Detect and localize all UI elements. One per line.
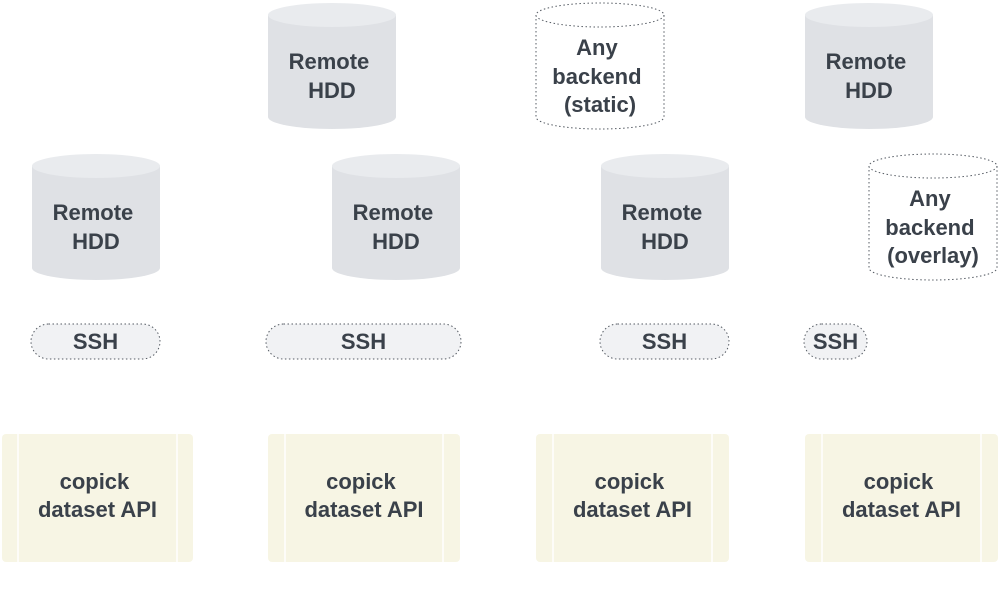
api-label-line: copick	[326, 469, 396, 494]
api-label-line: copick	[595, 469, 665, 494]
cylinder-label-line: backend	[552, 64, 641, 89]
api-label-line: dataset API	[842, 497, 961, 522]
ssh-connector: SSH	[265, 323, 462, 360]
remote-hdd-cylinder-top: Remote HDD	[268, 3, 396, 129]
cylinder-label-line: Remote	[826, 49, 907, 74]
ssh-pill	[803, 323, 868, 360]
cylinder-label-line: Remote	[289, 49, 370, 74]
api-label-line: dataset API	[38, 497, 157, 522]
svg-text:copick dataset API: copick dataset API	[38, 469, 157, 522]
any-backend-overlay-cylinder: Any backend (overlay)	[868, 153, 998, 281]
svg-text:copick dataset API: copick dataset API	[304, 469, 423, 522]
ssh-pill	[265, 323, 462, 360]
copick-api-block: copick dataset API	[536, 434, 729, 562]
api-box	[805, 434, 998, 562]
cylinder-body	[868, 166, 998, 281]
cylinder-top	[805, 3, 933, 27]
cylinder-top	[601, 154, 729, 178]
ssh-label: SSH	[341, 329, 386, 354]
ssh-pill	[30, 323, 161, 360]
copick-api-block: copick dataset API	[268, 434, 460, 562]
copick-api-block: copick dataset API	[805, 434, 998, 562]
svg-text:copick dataset API: copick dataset API	[573, 469, 692, 522]
cylinder-label-line: HDD	[308, 78, 356, 103]
cylinder-label-line: HDD	[641, 229, 689, 254]
api-box	[2, 434, 193, 562]
cylinder-label-line: (overlay)	[887, 243, 979, 268]
api-label-line: dataset API	[573, 497, 692, 522]
cylinder-top	[32, 154, 160, 178]
api-label-line: copick	[864, 469, 934, 494]
cylinder-label-line: HDD	[72, 229, 120, 254]
cylinder-label-line: Remote	[53, 200, 134, 225]
cylinder-body	[535, 15, 665, 130]
svg-text:Any backend (s: Any backend (static)	[552, 35, 647, 117]
svg-text:Remote HDD: Remote HDD	[353, 200, 440, 254]
any-backend-static-cylinder: Any backend (static)	[535, 2, 665, 130]
column-2: Remote HDD Remote HDD SSH copick dataset…	[265, 3, 462, 562]
column-1: Remote HDD SSH copick dataset API	[2, 154, 193, 562]
ssh-label: SSH	[813, 329, 858, 354]
cylinder-top	[268, 3, 396, 27]
api-box	[536, 434, 729, 562]
cylinder-label-line: backend	[885, 215, 974, 240]
cylinder-top	[535, 2, 665, 28]
remote-hdd-cylinder: Remote HDD	[601, 154, 729, 280]
column-3: Any backend (static) Remote HDD SSH copi…	[535, 2, 730, 562]
column-4: Remote HDD Any backend (overlay) SSH cop…	[803, 3, 998, 562]
cylinder-body	[32, 166, 160, 280]
svg-text:Remote HDD: Remote HDD	[289, 49, 376, 103]
cylinder-label-line: Remote	[622, 200, 703, 225]
ssh-label: SSH	[642, 329, 687, 354]
copick-api-block: copick dataset API	[2, 434, 193, 562]
cylinder-top	[868, 153, 998, 179]
svg-text:Remote HDD: Remote HDD	[622, 200, 709, 254]
api-box	[268, 434, 460, 562]
cylinder-label-line: Any	[909, 186, 951, 211]
cylinder-label-line: HDD	[845, 78, 893, 103]
cylinder-label-line: (static)	[564, 92, 636, 117]
svg-text:Any backend (o: Any backend (overlay)	[885, 186, 980, 268]
svg-text:Remote HDD: Remote HDD	[53, 200, 140, 254]
ssh-connector: SSH	[599, 323, 730, 360]
remote-hdd-cylinder: Remote HDD	[332, 154, 460, 280]
cylinder-label-line: HDD	[372, 229, 420, 254]
remote-hdd-cylinder: Remote HDD	[32, 154, 160, 280]
ssh-connector: SSH	[803, 323, 868, 360]
cylinder-label-line: Remote	[353, 200, 434, 225]
cylinder-label-line: Any	[576, 35, 618, 60]
api-label-line: copick	[60, 469, 130, 494]
svg-text:copick dataset API: copick dataset API	[842, 469, 961, 522]
cylinder-body	[805, 15, 933, 129]
cylinder-top	[332, 154, 460, 178]
ssh-pill	[599, 323, 730, 360]
svg-text:Remote HDD: Remote HDD	[826, 49, 913, 103]
api-label-line: dataset API	[304, 497, 423, 522]
ssh-label: SSH	[73, 329, 118, 354]
remote-hdd-cylinder-top: Remote HDD	[805, 3, 933, 129]
ssh-connector: SSH	[30, 323, 161, 360]
cylinder-body	[601, 166, 729, 280]
cylinder-body	[268, 15, 396, 129]
cylinder-body	[332, 166, 460, 280]
